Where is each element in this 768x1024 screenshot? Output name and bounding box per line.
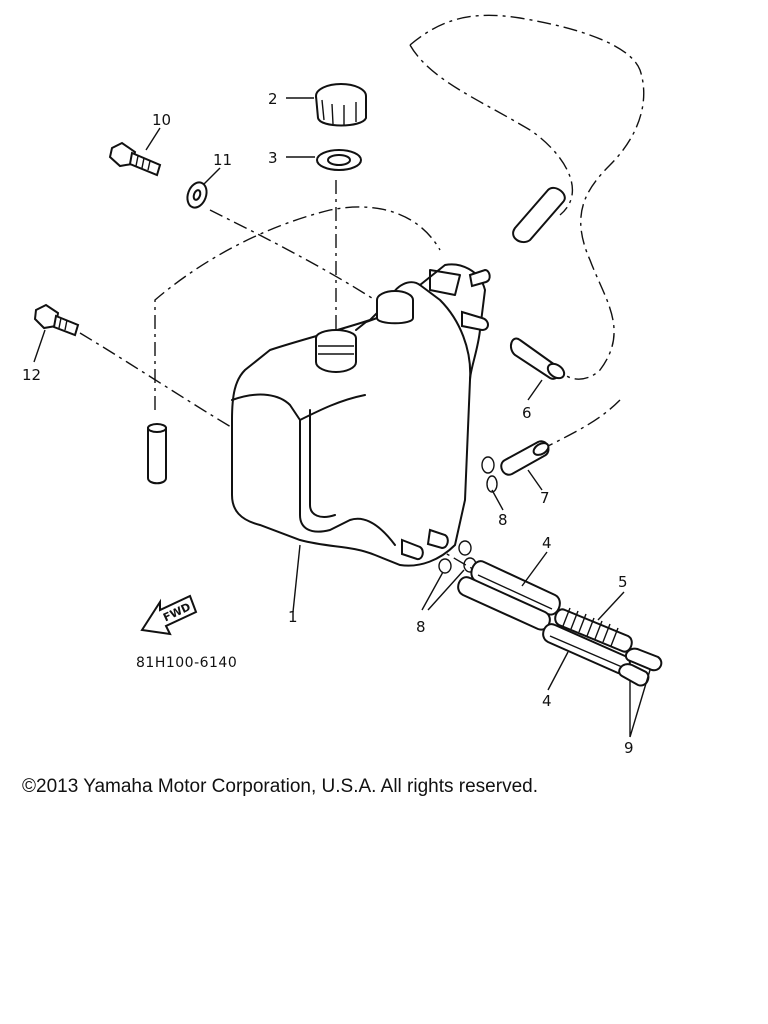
label-part-8-upper: 8 [498,511,508,529]
tube-upper [512,186,566,244]
leader-10 [145,127,161,151]
label-part-12: 12 [22,366,41,384]
bolt-12 [33,303,80,337]
washer-11 [186,181,208,209]
leader-8-upper [491,489,504,511]
label-part-2: 2 [268,90,278,108]
guide-line-bolt10 [209,209,376,301]
tube-left [147,423,167,485]
label-part-11: 11 [213,151,232,169]
leader-5 [597,591,625,621]
clip-9 [618,647,663,687]
label-part-1: 1 [288,608,298,626]
oil-tank [231,263,491,567]
leader-4-upper [521,551,548,587]
upper-hose-loop [409,14,645,380]
leader-1 [292,544,301,613]
leader-9 [629,669,651,738]
hose-4-middle [457,576,551,631]
exploded-parts-diagram: 2 3 10 11 12 1 6 7 8 8 4 4 5 9 FWD 81H10… [22,14,663,757]
clip-8-lower [438,540,477,574]
label-part-10: 10 [152,111,171,129]
upper-hose-inner [409,44,573,216]
hose-7 [500,440,550,476]
leader-4-lower [547,651,569,691]
bolt-10 [108,141,162,177]
label-part-6: 6 [522,404,532,422]
label-part-3: 3 [268,149,278,167]
label-part-8-lower: 8 [416,618,426,636]
guide-line-hose7 [539,399,621,451]
forward-arrow-icon: FWD [140,594,198,636]
leader-12 [33,329,46,363]
label-part-9: 9 [624,739,634,757]
label-part-7: 7 [540,489,550,507]
leader-11 [203,167,221,185]
copyright-notice: ©2013 Yamaha Motor Corporation, U.S.A. A… [22,776,538,797]
leader-8-lower [421,569,465,611]
filler-cap [315,83,367,127]
clip-8-upper [481,456,498,493]
label-part-4-upper: 4 [542,534,552,552]
leader-6 [527,379,543,401]
spring-5 [554,607,633,653]
label-part-4-lower: 4 [542,692,552,710]
guide-line-tube-top [154,206,441,410]
gasket [316,149,362,171]
label-part-5: 5 [618,573,628,591]
leader-7 [527,469,543,491]
diagram-reference-code: 81H100-6140 [136,655,237,671]
hose-6 [509,337,566,380]
